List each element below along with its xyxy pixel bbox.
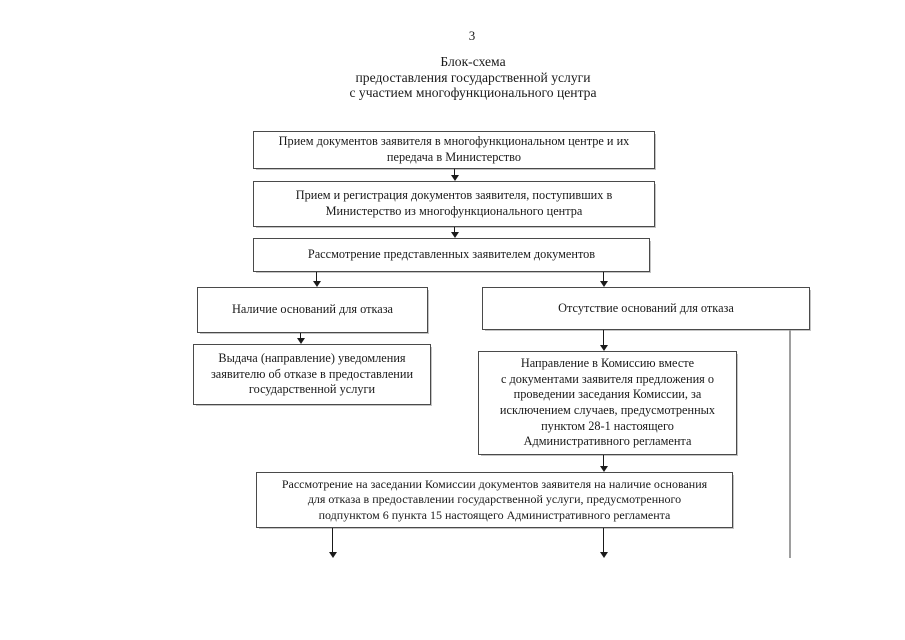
page-number: 3	[468, 28, 476, 43]
node-ministry-registration: Прием и регистрация документов заявителя…	[253, 181, 655, 227]
title-line-2: предоставления государственной услуги	[355, 69, 591, 85]
arrow-review-to-no-grounds	[599, 272, 608, 287]
arrow-review-to-grounds	[312, 272, 321, 287]
arrow-no-grounds-to-commission-referral	[599, 330, 608, 351]
arrow-intake-to-registration	[450, 169, 459, 181]
title-line-3: с участием многофункционального центра	[349, 85, 597, 101]
arrow-commission-review-exit-right	[599, 528, 608, 558]
diagram-title: Блок-схема предоставления государственно…	[240, 54, 706, 101]
arrow-commission-review-exit-left	[328, 528, 337, 558]
arrow-grounds-to-refusal-notice	[296, 333, 305, 344]
node-commission-referral: Направление в Комиссию вместе с документ…	[478, 351, 737, 455]
node-mfc-intake: Прием документов заявителя в многофункци…	[253, 131, 655, 169]
node-no-grounds-for-refusal: Отсутствие оснований для отказа	[482, 287, 810, 330]
line-no-grounds-bypass	[789, 330, 791, 558]
arrow-referral-to-commission-review	[599, 455, 608, 472]
node-refusal-notice: Выдача (направление) уведомления заявите…	[193, 344, 431, 405]
title-line-1: Блок-схема	[440, 54, 506, 69]
node-commission-review: Рассмотрение на заседании Комиссии докум…	[256, 472, 733, 528]
node-grounds-for-refusal: Наличие оснований для отказа	[197, 287, 428, 333]
arrow-registration-to-review	[450, 227, 459, 238]
node-review-documents: Рассмотрение представленных заявителем д…	[253, 238, 650, 272]
